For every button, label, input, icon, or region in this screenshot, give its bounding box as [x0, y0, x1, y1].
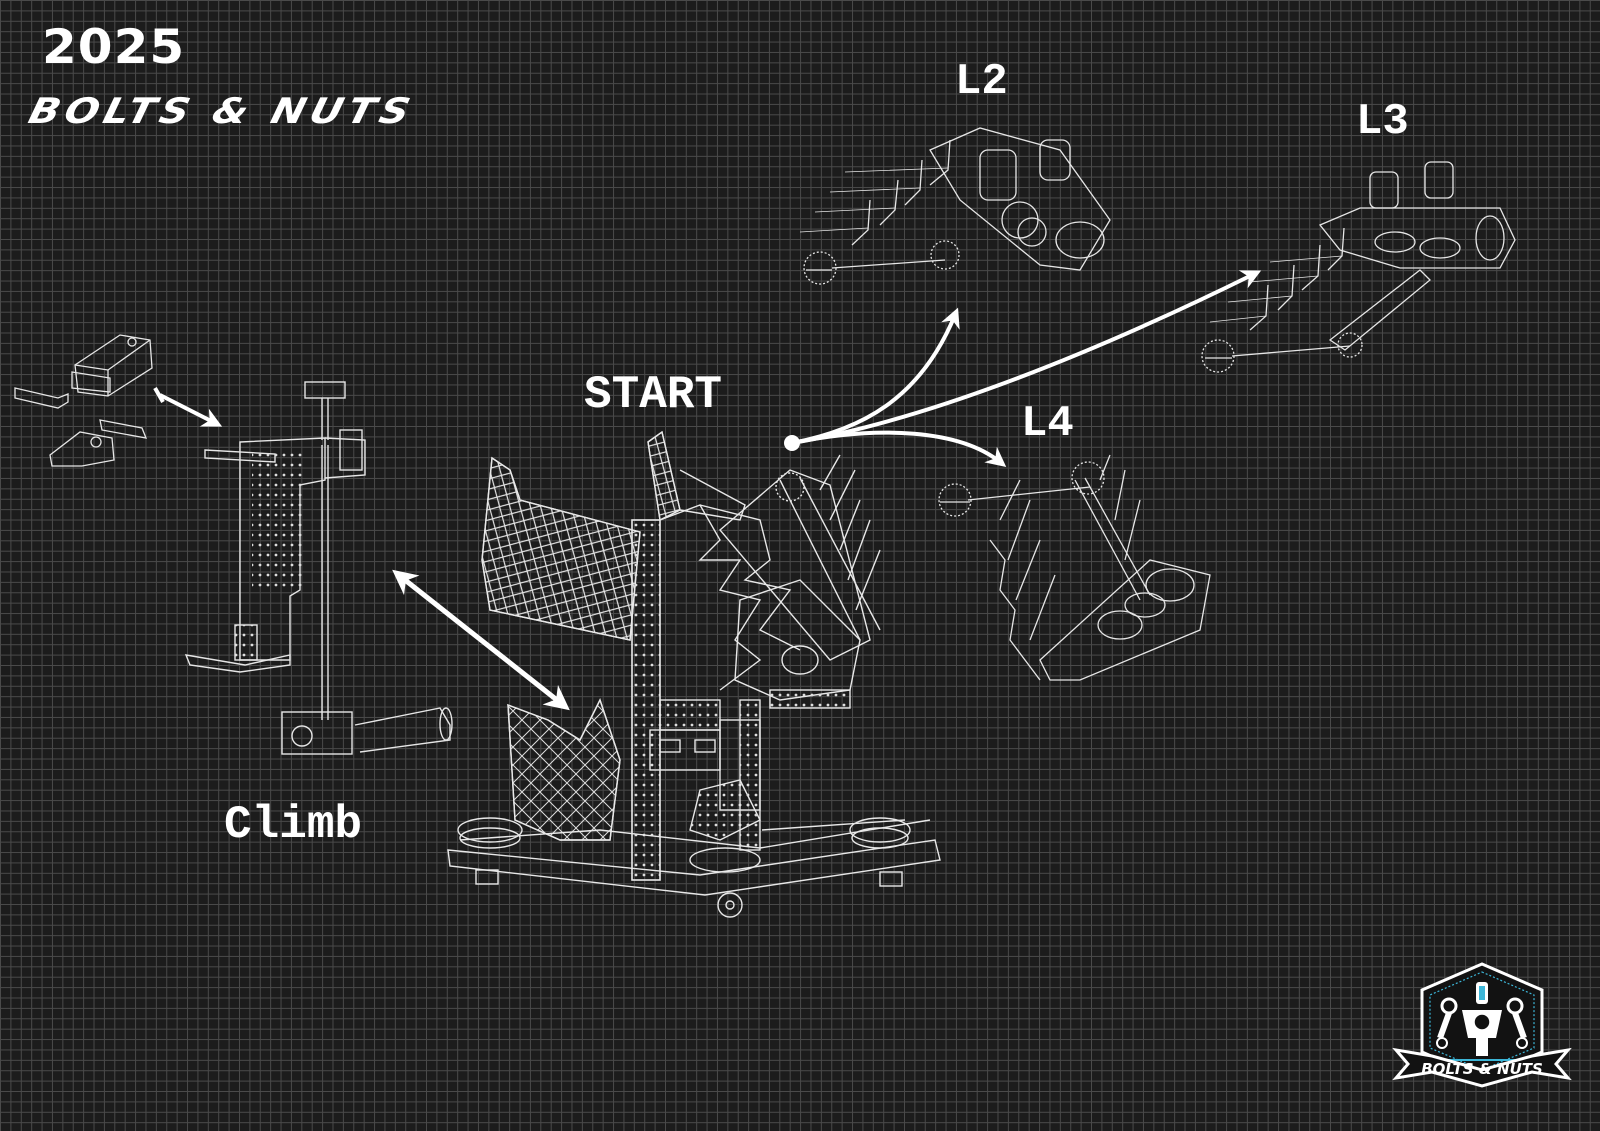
label-l4: L4 — [1021, 399, 1074, 449]
l2-scoring-mechanism — [799, 127, 1111, 285]
l4-scoring-mechanism — [938, 454, 1211, 681]
arrow-to-l4 — [791, 430, 1007, 467]
climb-mechanism — [184, 381, 453, 755]
poster-year: 2025 — [42, 19, 186, 75]
climb-start-arrow — [392, 569, 570, 711]
team-logo: BOLTS & NUTS — [1392, 960, 1572, 1090]
logo-text: BOLTS & NUTS — [1421, 1060, 1543, 1078]
label-start: START — [584, 369, 723, 421]
parts-assembly-arrow — [159, 393, 223, 427]
label-l2: L2 — [955, 57, 1008, 107]
label-climb: Climb — [224, 799, 363, 851]
l3-scoring-mechanism — [1201, 161, 1516, 373]
climb-exploded-parts — [14, 334, 153, 467]
arrow-to-l3 — [791, 270, 1262, 445]
robot-start-configuration — [447, 430, 941, 918]
label-l3: L3 — [1356, 97, 1409, 147]
